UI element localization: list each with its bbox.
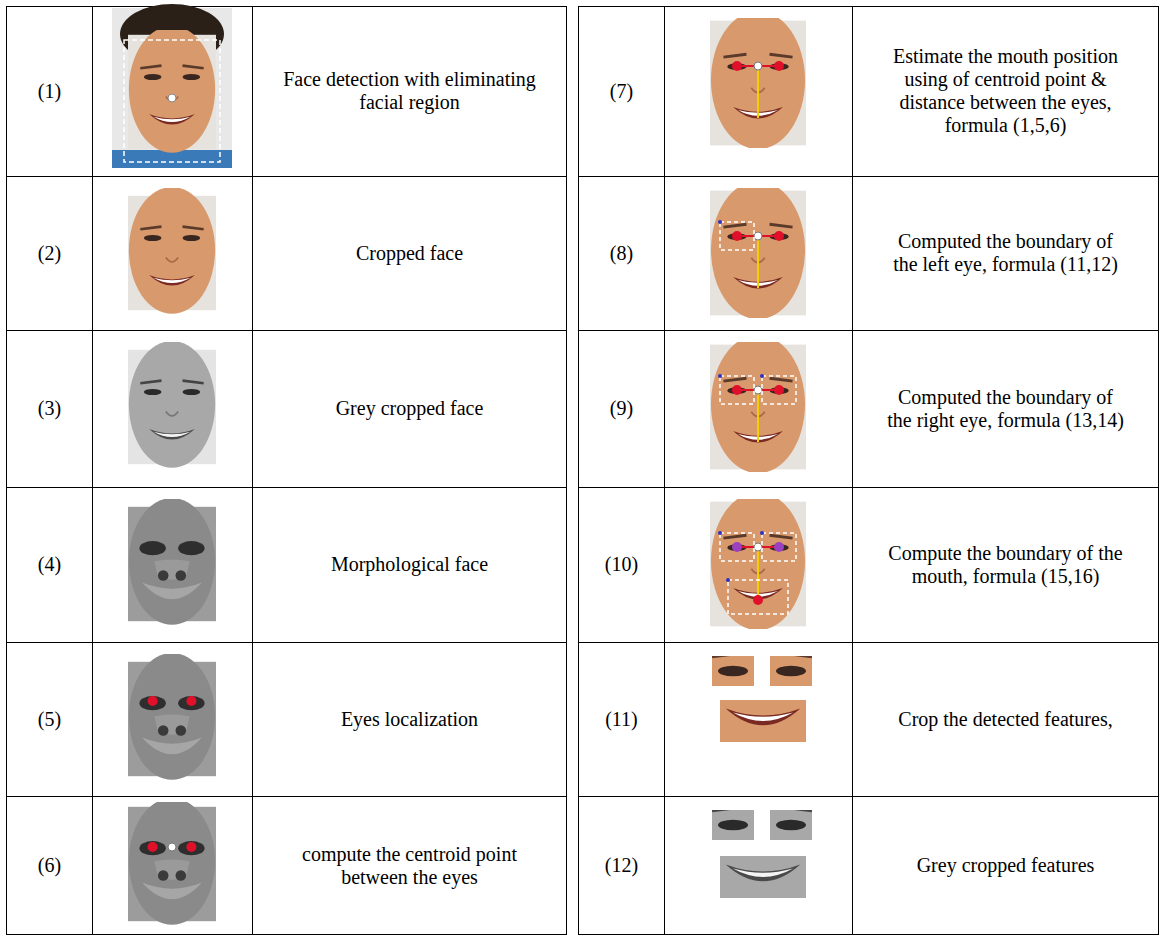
photo-step-10 (710, 492, 806, 630)
table-cell: Cropped face (253, 177, 566, 329)
cropped-features-colour (683, 568, 841, 800)
step-number: (8) (610, 242, 633, 265)
table-cell: Eyes localization (253, 643, 566, 795)
table-cell: (6) (7, 797, 92, 934)
step-number: (3) (38, 397, 61, 420)
table-cell: Computed the boundary of the left eye, f… (853, 177, 1158, 329)
table-cell: Grey cropped features (853, 797, 1158, 934)
step-description: Computed the boundary of the right eye, … (887, 386, 1124, 432)
table-cell: (4) (7, 488, 92, 641)
table-cell: (10) (579, 488, 664, 641)
photo-step-8 (710, 181, 806, 319)
step-number: (4) (38, 553, 61, 576)
table-cell: Estimate the mouth position using of cen… (853, 7, 1158, 175)
table-cell: (8) (579, 177, 664, 329)
step-description: Grey cropped face (336, 397, 484, 420)
step-number: (7) (610, 80, 633, 103)
cropped-features-grey (683, 724, 841, 939)
step-number: (1) (38, 80, 61, 103)
photo-step-2 (128, 187, 216, 314)
step-description: Grey cropped features (917, 854, 1095, 877)
table-grid (6, 6, 1159, 935)
step-number: (5) (38, 708, 61, 731)
photo-step-7 (710, 11, 806, 149)
photo-step-1 (112, 4, 232, 168)
step-number: (9) (610, 397, 633, 420)
step-description: Face detection with eliminating facial r… (283, 68, 536, 114)
step-description: Crop the detected features, (898, 708, 1112, 731)
photo-step-3 (128, 341, 216, 468)
table-cell: (3) (7, 331, 92, 486)
table-cell: (7) (579, 7, 664, 175)
step-description: Estimate the mouth position using of cen… (887, 45, 1124, 137)
step-description: Morphological face (331, 553, 488, 576)
step-number: (6) (38, 854, 61, 877)
table-cell: Morphological face (253, 488, 566, 641)
step-number: (11) (605, 708, 638, 731)
step-description: compute the centroid point between the e… (283, 843, 536, 889)
table-cell: Face detection with eliminating facial r… (253, 7, 566, 175)
table-cell: Computed the boundary of the right eye, … (853, 331, 1158, 486)
table-cell: (2) (7, 177, 92, 329)
table-cell: (11) (579, 643, 664, 795)
step-description: Computed the boundary of the left eye, f… (887, 230, 1124, 276)
table-cell: (12) (579, 797, 664, 934)
table-cell: Grey cropped face (253, 331, 566, 486)
table-cell: (1) (7, 7, 92, 175)
table-cell: compute the centroid point between the e… (253, 797, 566, 934)
table-cell: Crop the detected features, (853, 643, 1158, 795)
photo-step-9 (710, 335, 806, 473)
table-cell: Compute the boundary of the mouth, formu… (853, 488, 1158, 641)
step-number: (2) (38, 242, 61, 265)
step-description: Cropped face (356, 242, 463, 265)
step-number: (12) (605, 854, 638, 877)
step-number: (10) (605, 553, 638, 576)
table-cell: (9) (579, 331, 664, 486)
table-cell: (5) (7, 643, 92, 795)
photo-step-6 (128, 798, 216, 925)
step-description: Compute the boundary of the mouth, formu… (887, 542, 1124, 588)
photo-step-4 (128, 498, 216, 625)
photo-step-5 (128, 653, 216, 780)
step-description: Eyes localization (341, 708, 478, 731)
